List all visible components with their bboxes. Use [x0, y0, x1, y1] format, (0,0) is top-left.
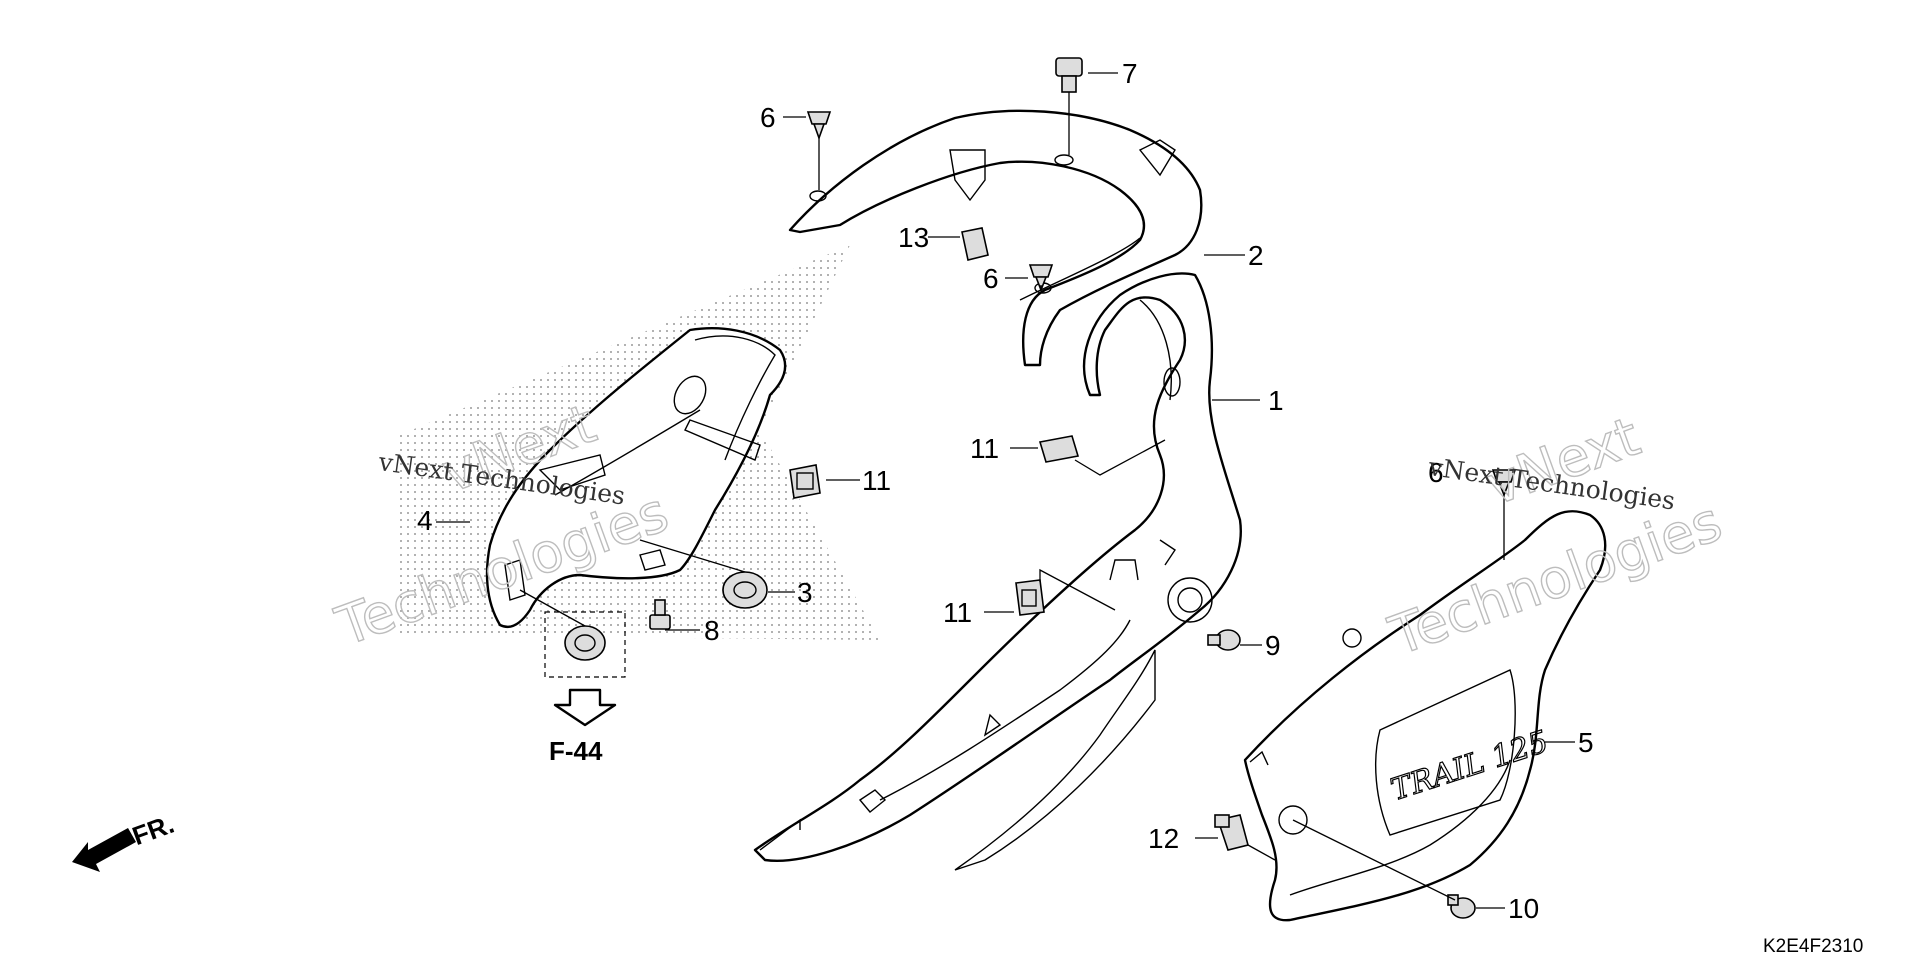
nut-13 [961, 227, 989, 261]
callout-11-upper: 11 [970, 433, 999, 464]
clip-6-right [1491, 469, 1517, 498]
callout-1: 1 [1268, 385, 1284, 416]
diagram-code: K2E4F2310 [1763, 936, 1863, 957]
clip-6-middle [1028, 264, 1054, 293]
screw-9 [1207, 629, 1241, 651]
callout-6-right: 6 [1428, 457, 1444, 488]
reference-arrow [553, 688, 617, 727]
reference-label: F-44 [549, 736, 603, 766]
callout-6-left: 6 [760, 102, 776, 133]
clip-12 [1214, 814, 1249, 851]
callout-11-lower: 11 [943, 597, 972, 628]
front-direction-label: FR. [128, 809, 178, 852]
grommet-f44 [564, 625, 606, 661]
grommet-3 [722, 571, 768, 609]
part-4-inner-cover [485, 327, 787, 629]
callout-5: 5 [1578, 727, 1594, 758]
bolt-7 [1055, 57, 1083, 93]
part-5-side-cover: TRAIL 125 [1243, 510, 1607, 922]
callout-7: 7 [1122, 58, 1138, 89]
clip-11-lower [1015, 579, 1045, 616]
clip-11-left [789, 464, 821, 499]
callout-13: 13 [898, 222, 929, 253]
callout-2: 2 [1248, 240, 1264, 271]
clip-11-upper [1038, 435, 1080, 463]
callout-6-middle: 6 [983, 263, 999, 294]
reference-box [544, 611, 626, 678]
callout-8: 8 [704, 615, 720, 646]
leader-lines [436, 72, 1575, 909]
part-1-frame-cover [753, 272, 1242, 871]
callout-10: 10 [1508, 893, 1539, 924]
callout-12: 12 [1148, 823, 1179, 854]
screw-10 [1447, 894, 1476, 919]
front-direction-arrow [72, 828, 136, 872]
clip-6-left [806, 111, 832, 141]
bolt-8 [649, 599, 671, 630]
callout-9: 9 [1265, 630, 1281, 661]
callout-11-right: 11 [862, 465, 891, 496]
callout-4: 4 [417, 505, 433, 536]
callout-3: 3 [797, 577, 813, 608]
part-2-upper-cover [788, 109, 1203, 367]
